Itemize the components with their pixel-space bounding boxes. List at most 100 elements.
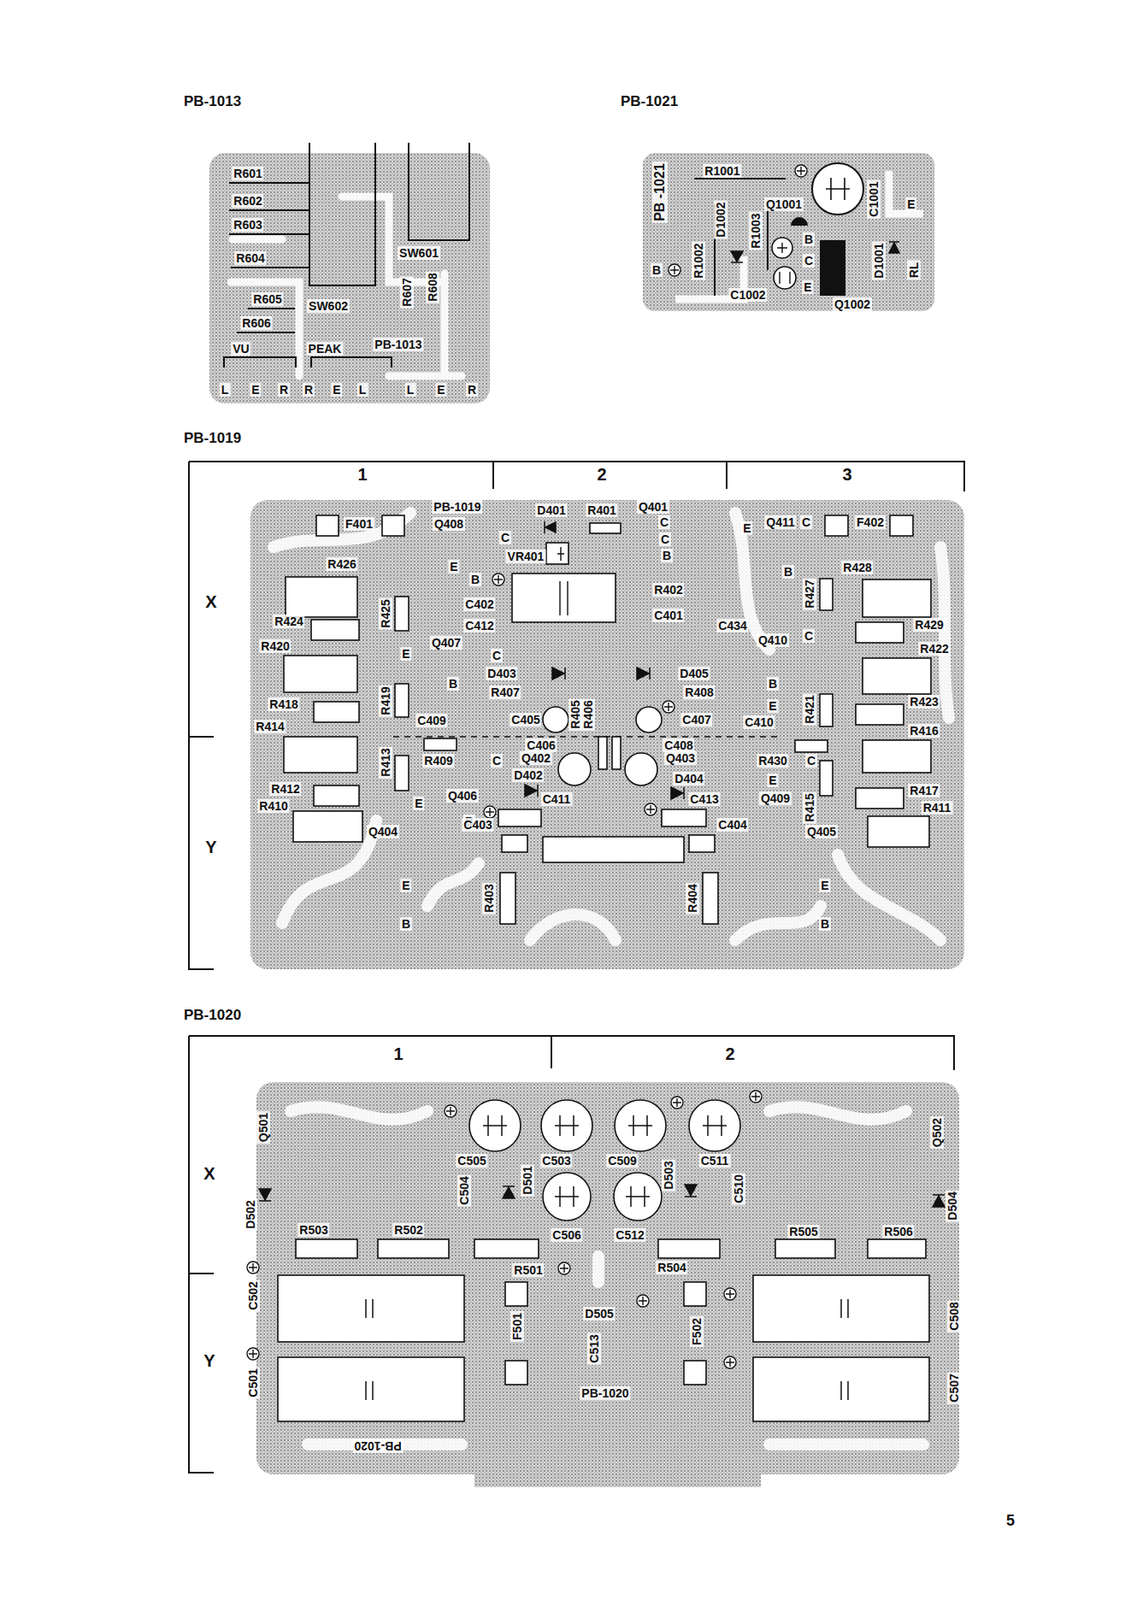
part-label: B [660, 548, 673, 563]
part-label: Q407 [430, 636, 463, 650]
part-label: R407 [488, 685, 521, 700]
part-label: R606 [240, 316, 272, 330]
part-label: R503 [297, 1223, 330, 1238]
part-label: C411 [541, 792, 573, 807]
part-label: F402 [854, 515, 886, 530]
part-label: C509 [606, 1154, 638, 1168]
grid-reference: Y [203, 837, 218, 857]
part-label: C [490, 754, 503, 768]
board-title: PB-1019 [183, 430, 242, 448]
part-label: R1003 [748, 211, 763, 250]
part-label: E [766, 699, 778, 713]
part-label: C [659, 532, 672, 547]
part-label: D502 [243, 1198, 258, 1231]
part-label: R411 [921, 801, 954, 815]
part-label: Q501 [256, 1111, 271, 1144]
part-label: PB-1019 [431, 500, 483, 514]
part-label: R429 [913, 618, 945, 632]
part-label: R403 [482, 882, 496, 914]
part-label: D402 [512, 768, 544, 783]
part-label: B [650, 263, 663, 277]
part-label: E [330, 382, 342, 397]
part-label: C [499, 530, 512, 545]
part-label: PB-1020 [352, 1439, 403, 1454]
part-label: D404 [672, 771, 705, 786]
part-label: R410 [257, 799, 289, 813]
part-label: B [447, 677, 460, 691]
part-label: C [802, 629, 815, 643]
part-label: C507 [947, 1372, 961, 1404]
part-label: R607 [400, 276, 414, 308]
part-label: E [741, 521, 753, 536]
part-label: R423 [907, 695, 940, 709]
part-label: PB-1020 [579, 1386, 631, 1401]
part-label: R602 [231, 194, 264, 208]
circuit-board: PB-1020 [188, 1036, 955, 1473]
board-pb1013 [209, 142, 490, 404]
part-label: C412 [463, 618, 495, 633]
part-label: PB -1021 [652, 161, 668, 224]
part-label: D403 [485, 666, 518, 681]
part-label: C406 [524, 738, 557, 753]
part-label: VU [230, 341, 251, 356]
part-label: R415 [802, 791, 817, 824]
part-label: R501 [512, 1263, 544, 1278]
part-label: R408 [683, 685, 715, 700]
part-label: C512 [613, 1228, 646, 1243]
part-label: F401 [343, 517, 375, 531]
part-label: L [219, 382, 231, 397]
part-label: D1002 [713, 200, 728, 239]
part-label: R413 [378, 746, 393, 778]
board-title: PB-1013 [183, 93, 242, 111]
part-label: D401 [535, 503, 567, 518]
part-label: C409 [415, 713, 448, 728]
part-label: R405 [568, 698, 583, 731]
part-label: D504 [945, 1189, 960, 1222]
part-label: Q1001 [764, 197, 804, 212]
part-label: B [802, 232, 815, 247]
part-label: F502 [689, 1316, 704, 1348]
part-label: Q408 [432, 517, 466, 531]
part-label: Q502 [930, 1116, 944, 1149]
part-label: Q401 [636, 500, 670, 514]
part-label: PB-1013 [372, 337, 424, 352]
part-label: SW601 [397, 246, 441, 260]
part-label: RL [907, 260, 921, 281]
grid-frame [188, 461, 965, 970]
part-label: D503 [661, 1159, 676, 1191]
part-label: R412 [269, 782, 301, 796]
grid-reference: X [201, 1164, 217, 1184]
part-label: C [800, 515, 813, 530]
part-label: C410 [742, 715, 775, 730]
part-label: C502 [246, 1279, 260, 1312]
part-label: R603 [231, 217, 264, 232]
part-label: R422 [918, 642, 950, 656]
part-label: C [802, 253, 815, 268]
part-label: C402 [463, 597, 495, 612]
part-label: C506 [550, 1228, 583, 1243]
grid-reference: 2 [723, 1044, 737, 1064]
part-label: C [490, 648, 503, 663]
part-label: C508 [947, 1300, 961, 1332]
part-label: Q404 [366, 824, 400, 839]
part-label: R506 [882, 1225, 914, 1239]
grid-reference: 3 [840, 465, 854, 484]
part-label: C505 [455, 1154, 488, 1168]
part-label: R428 [841, 560, 873, 575]
part-label: R414 [253, 719, 286, 734]
part-label: Q410 [756, 633, 790, 648]
part-label: E [412, 796, 425, 811]
part-label: R608 [425, 270, 440, 303]
part-label: PEAK [306, 341, 344, 356]
part-label: E [435, 382, 447, 397]
part-label: Q405 [805, 824, 838, 839]
part-label: C401 [652, 608, 684, 623]
part-label: R424 [272, 614, 305, 629]
part-label: C [658, 515, 671, 530]
part-label: C407 [680, 712, 713, 727]
part-label: E [400, 878, 412, 893]
part-label: R605 [251, 292, 283, 307]
part-label: R419 [378, 684, 393, 717]
part-label: E [905, 197, 917, 212]
part-label: C403 [461, 818, 494, 832]
